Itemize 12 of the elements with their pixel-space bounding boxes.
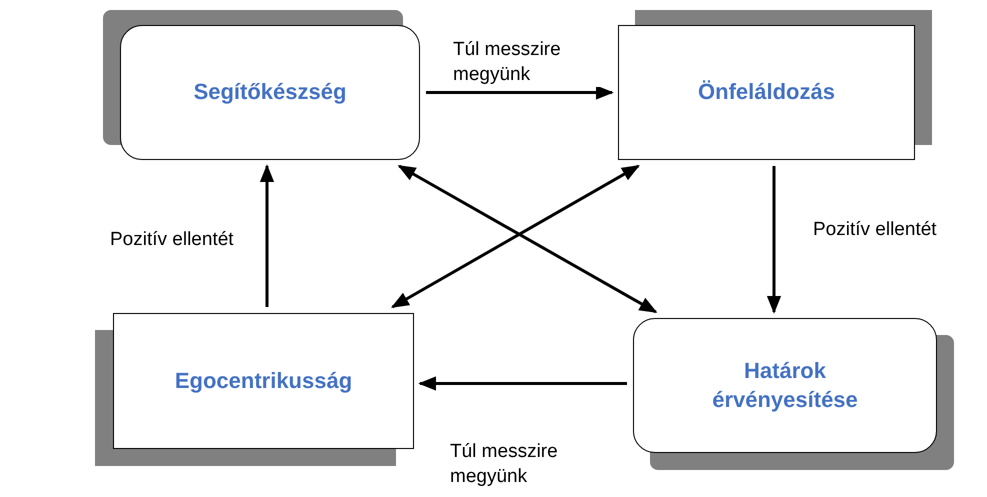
node-label: Egocentrikusság	[174, 366, 352, 395]
process-box	[618, 25, 915, 160]
arrow	[426, 85, 614, 100]
node-label: Segítőkészség	[194, 78, 346, 106]
arrow	[260, 164, 274, 307]
process-box	[113, 313, 414, 449]
rounded-box	[633, 318, 937, 453]
arrow	[418, 376, 627, 391]
node-label: Határok érvényesítése	[711, 356, 859, 414]
node-label: Önfeláldozás	[698, 78, 835, 106]
arrow	[766, 166, 782, 314]
rounded-box	[120, 25, 420, 160]
